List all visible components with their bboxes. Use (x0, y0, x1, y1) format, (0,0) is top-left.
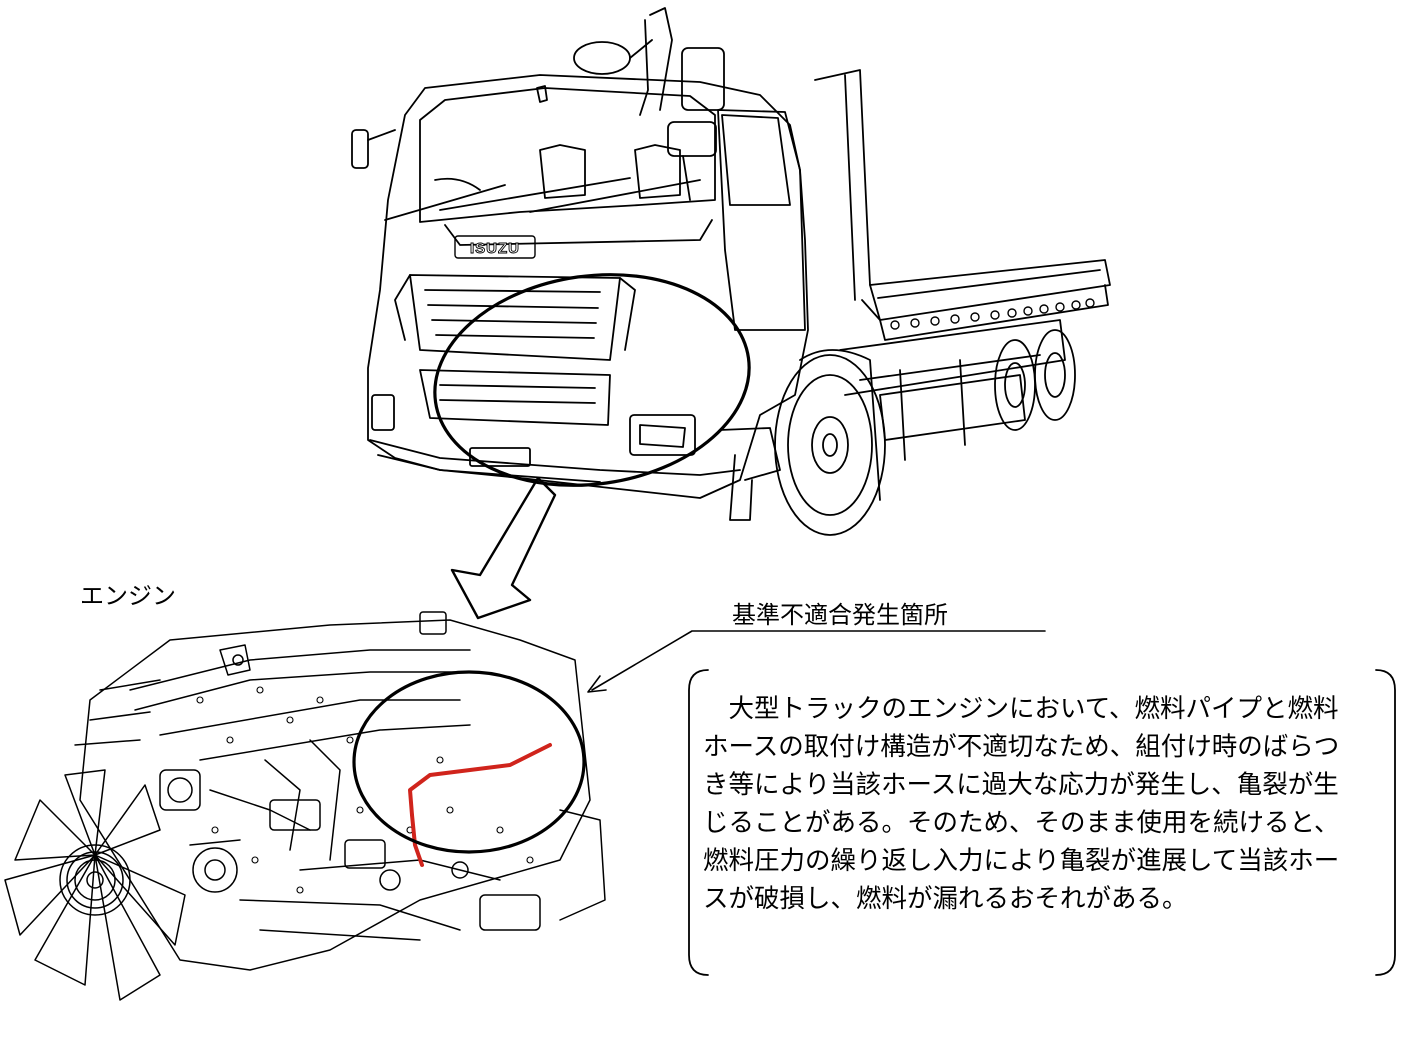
fuel-hose-highlight (408, 743, 552, 817)
truck-grille (409, 274, 621, 361)
truck-illustration (351, 7, 1111, 536)
truck-door (717, 109, 806, 331)
callout-arrow (450, 476, 557, 620)
truck-rear-wheels (994, 329, 1076, 431)
truck-cargo-bed (814, 69, 1111, 321)
description-bracket-left (688, 669, 709, 976)
truck-front-wheel (774, 354, 886, 536)
truck-headlight-left (371, 394, 395, 431)
engine-label: エンジン (80, 582, 176, 610)
truck-brand-text: ISUZU (470, 240, 520, 257)
defect-location-circle (352, 670, 586, 854)
engine-cooling-fan (4, 769, 186, 1001)
truck-engine-area-highlight (433, 273, 751, 487)
leader-arrowhead (587, 675, 607, 693)
leader-line (591, 630, 1046, 691)
truck-headlight-right (629, 414, 696, 456)
truck-windshield (419, 87, 716, 223)
truck-side-mirror (681, 47, 725, 111)
truck-cab (367, 74, 809, 499)
defect-description: 大型トラックのエンジンにおいて、燃料パイプと燃料ホースの取付け構造が不適切なため… (703, 694, 1340, 914)
engine-block (79, 619, 591, 971)
description-bracket-right (1375, 669, 1396, 976)
engine-illustration (4, 611, 606, 1001)
defect-location-label: 基準不適合発生箇所 (732, 601, 948, 629)
